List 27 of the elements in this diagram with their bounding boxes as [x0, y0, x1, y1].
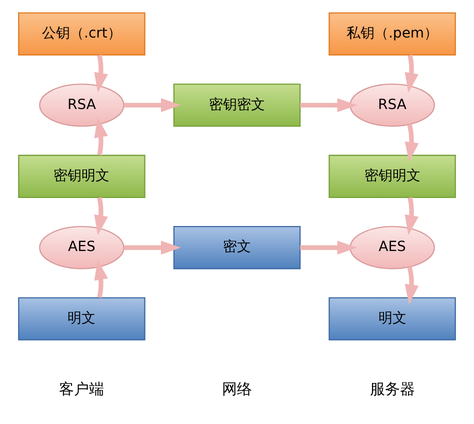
label: 客户端: [59, 380, 104, 398]
node-box: 明文: [18, 297, 146, 340]
arrow: [124, 98, 181, 112]
arrow: [404, 124, 419, 162]
label: 服务器: [370, 380, 415, 398]
arrow: [94, 54, 108, 93]
arrow: [94, 117, 108, 156]
arrow: [404, 196, 419, 236]
arrow: [404, 54, 419, 93]
node-box: 密钥明文: [18, 154, 146, 198]
node-box: 密文: [173, 226, 301, 270]
node-box: 公钥（.crt）: [18, 12, 146, 56]
node-box: 密钥密文: [173, 84, 301, 127]
node-ellipse: RSA: [39, 84, 124, 127]
node-box: 明文: [328, 297, 456, 340]
arrow: [404, 266, 419, 304]
node-box: 密钥明文: [328, 154, 456, 198]
node-box: 私钥（.pem）: [328, 12, 456, 56]
node-ellipse: AES: [39, 226, 124, 270]
node-ellipse: RSA: [350, 84, 435, 127]
arrow: [94, 260, 108, 298]
arrow: [300, 240, 358, 255]
arrow: [94, 196, 108, 236]
arrow: [300, 98, 358, 112]
label: 网络: [222, 380, 252, 398]
node-ellipse: AES: [350, 226, 435, 270]
arrow: [124, 240, 181, 255]
